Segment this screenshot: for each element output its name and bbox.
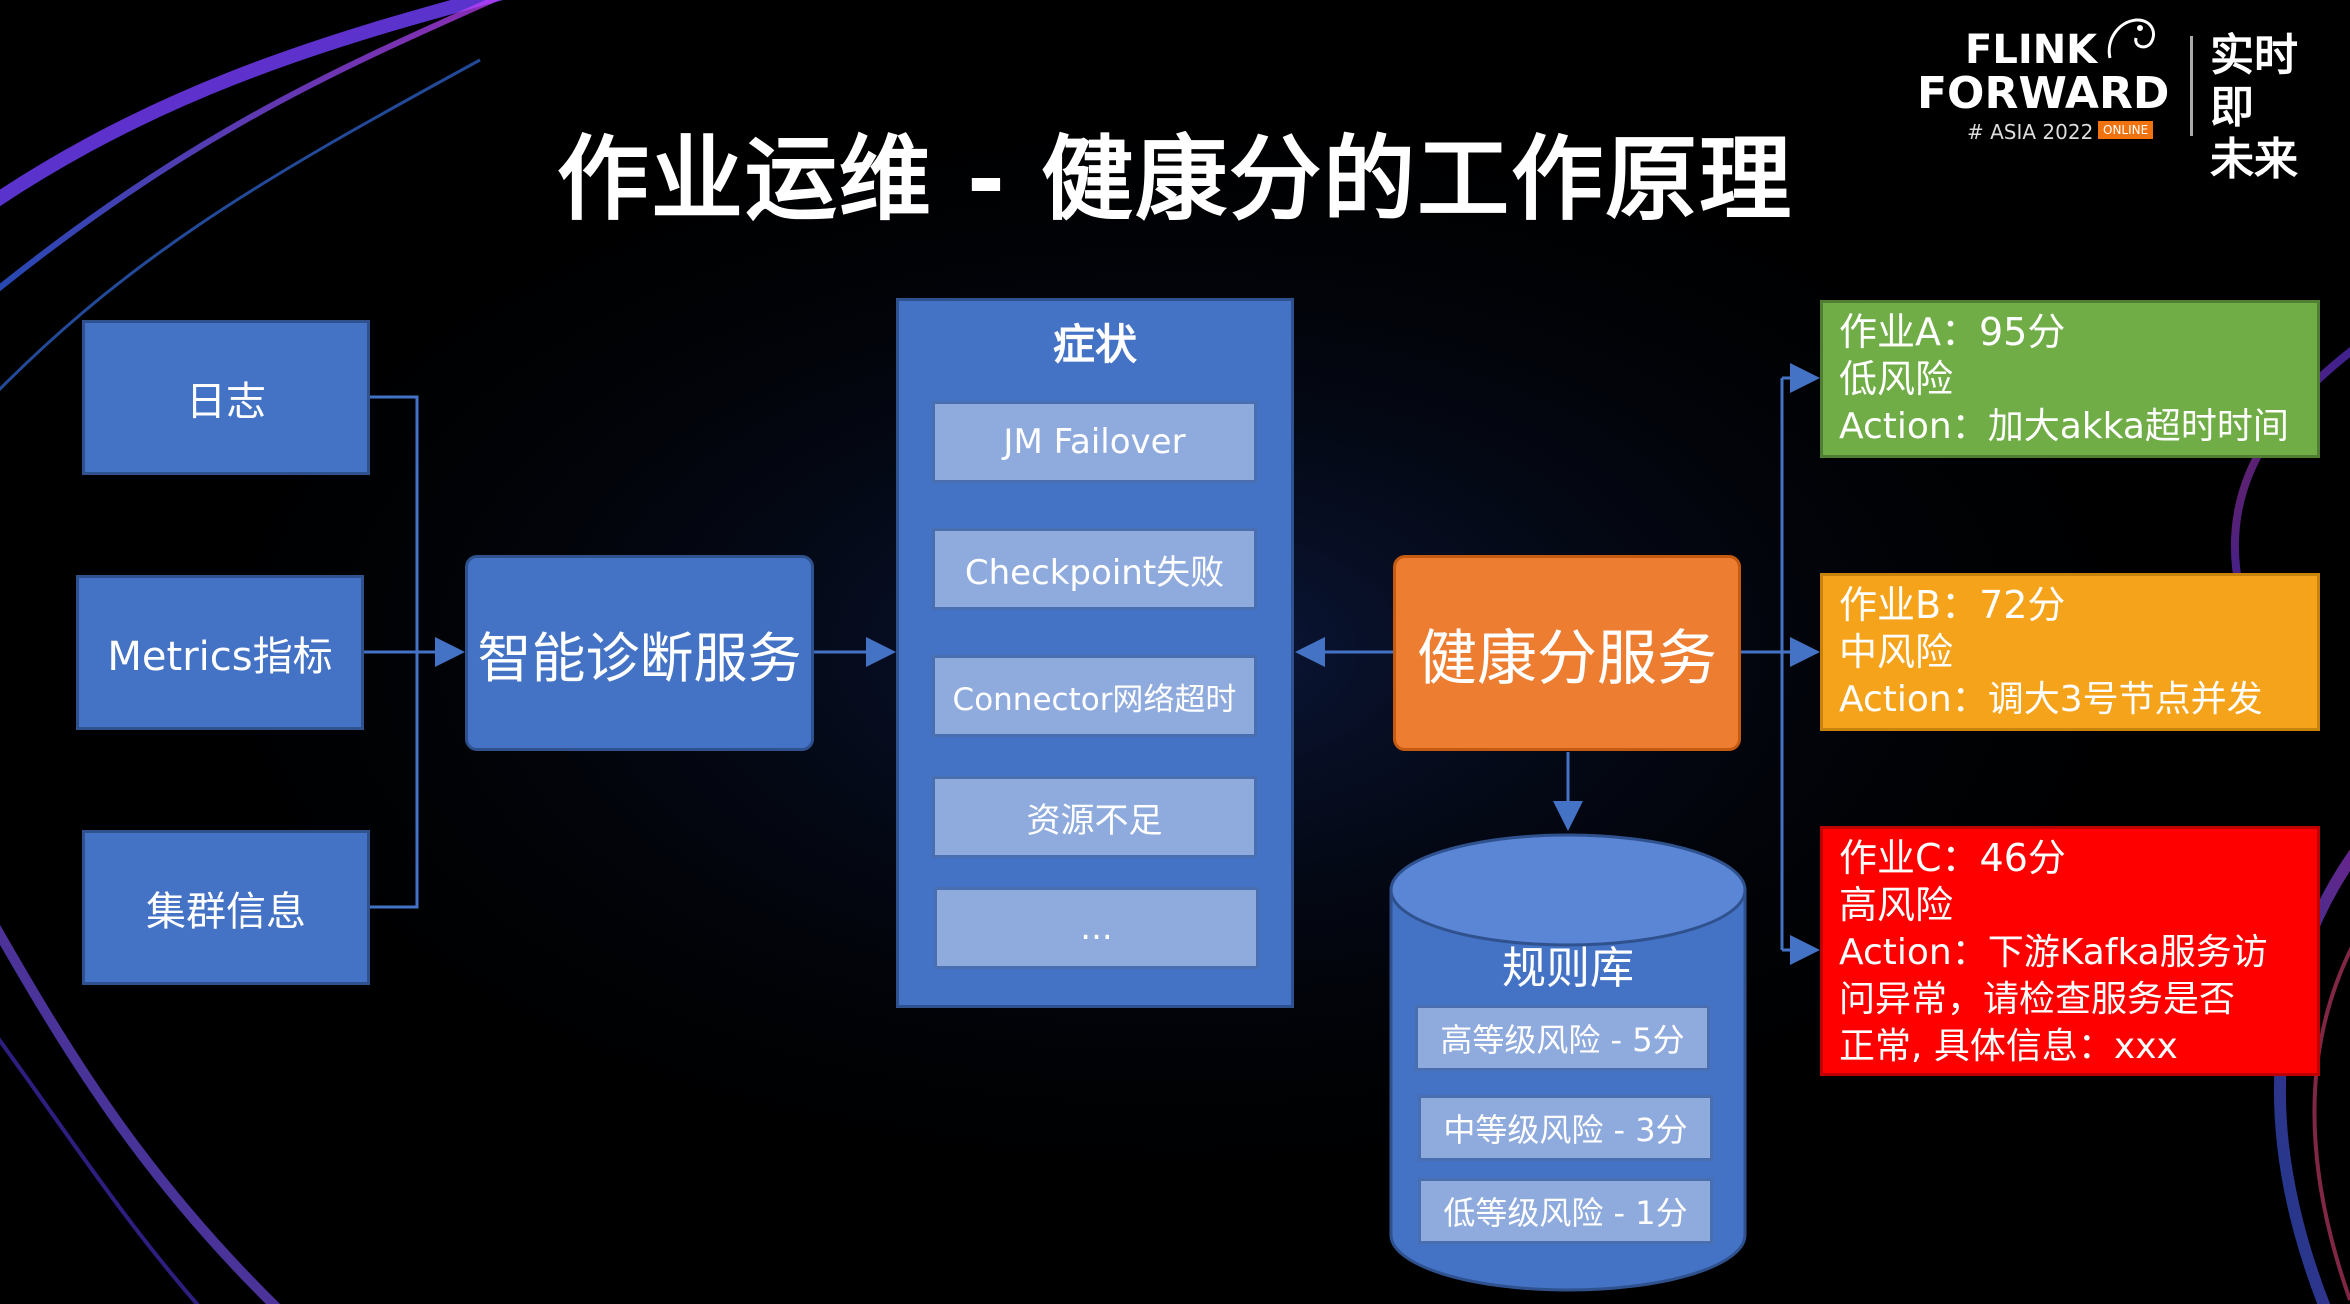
- diagnosis-service-box: 智能诊断服务: [465, 555, 814, 751]
- symptom-item: Checkpoint失败: [932, 528, 1257, 610]
- rule-item: 低等级风险 - 1分: [1418, 1178, 1713, 1244]
- flink-forward-logo: FLINK FORWARD # ASIA 2022 ONLINE: [1915, 18, 2245, 144]
- symptom-item: JM Failover: [932, 401, 1257, 483]
- health-score-service-box: 健康分服务: [1393, 555, 1741, 751]
- source-metrics: Metrics指标: [76, 575, 364, 730]
- job-c-action-line: 正常, 具体信息：xxx: [1839, 1026, 2178, 1067]
- symptoms-panel: 症状 JM Failover Checkpoint失败 Connector网络超…: [896, 298, 1294, 1008]
- rule-item: 中等级风险 - 3分: [1418, 1095, 1713, 1161]
- job-b-score: 作业B：72分: [1839, 583, 2066, 627]
- logo-slogan-line2: 未来: [2210, 134, 2298, 185]
- job-c-card: 作业C：46分 高风险 Action：下游Kafka服务访 问异常，请检查服务是…: [1820, 826, 2320, 1076]
- symptom-item: ...: [934, 887, 1259, 969]
- job-b-card: 作业B：72分 中风险 Action：调大3号节点并发: [1820, 573, 2320, 731]
- job-a-action: Action：加大akka超时时间: [1839, 406, 2289, 447]
- job-b-action: Action：调大3号节点并发: [1839, 679, 2263, 720]
- job-a-risk: 低风险: [1839, 357, 1954, 401]
- page-title: 作业运维 - 健康分的工作原理: [556, 126, 1794, 233]
- job-a-card: 作业A：95分 低风险 Action：加大akka超时时间: [1820, 300, 2320, 458]
- symptom-item: Connector网络超时: [932, 655, 1257, 737]
- logo-brand-line2: FORWARD: [1917, 68, 2170, 119]
- source-cluster-info: 集群信息: [82, 830, 370, 985]
- rule-base-header: 规则库: [1502, 943, 1634, 994]
- job-c-risk: 高风险: [1839, 883, 1954, 927]
- logo-slogan-line1: 实时即: [2210, 30, 2298, 133]
- job-b-risk: 中风险: [1839, 630, 1954, 674]
- symptom-item: 资源不足: [932, 776, 1257, 858]
- job-c-score: 作业C：46分: [1839, 836, 2066, 880]
- logo-divider: [2190, 36, 2193, 136]
- squirrel-icon: [2107, 18, 2155, 59]
- job-a-score: 作业A：95分: [1839, 310, 2066, 354]
- symptoms-header: 症状: [1052, 320, 1137, 369]
- job-c-action-line: Action：下游Kafka服务访: [1839, 932, 2268, 973]
- logo-online-badge: ONLINE: [2098, 121, 2154, 139]
- logo-slogan: 实时即 未来: [2210, 30, 2330, 186]
- source-logs: 日志: [82, 320, 370, 475]
- job-c-action-line: 问异常，请检查服务是否: [1839, 979, 2236, 1020]
- logo-brand-line1: FLINK: [1965, 27, 2098, 73]
- rule-item: 高等级风险 - 5分: [1415, 1005, 1710, 1071]
- logo-event: # ASIA 2022: [1967, 120, 2094, 144]
